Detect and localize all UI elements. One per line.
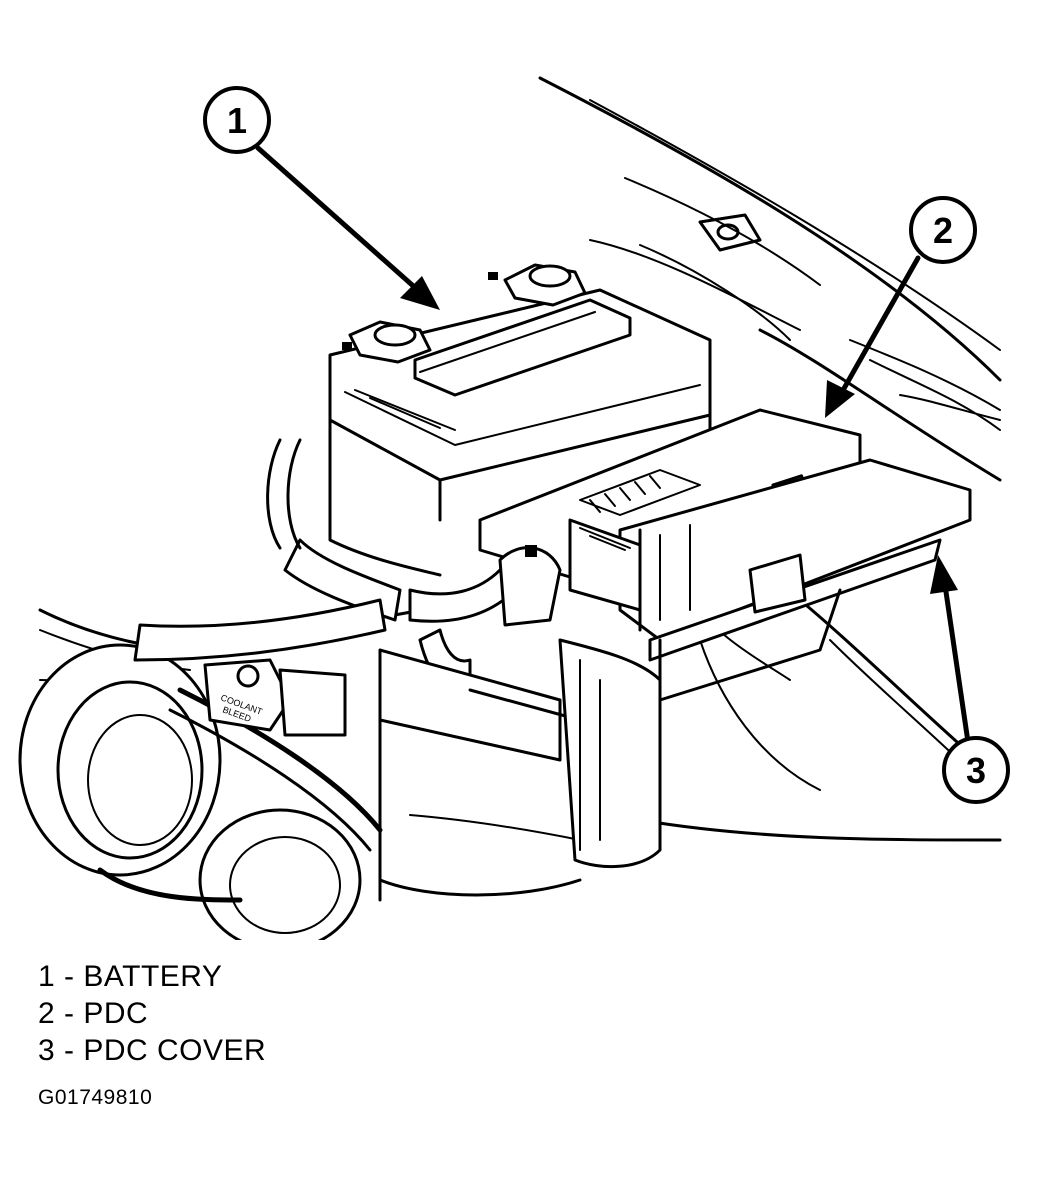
leader-line-3 xyxy=(942,582,971,745)
leader-line-1 xyxy=(255,145,423,295)
battery xyxy=(328,263,712,577)
pdc-cover xyxy=(568,458,972,702)
figure-id: G01749810 xyxy=(38,1086,153,1109)
callout-1-number: 1 xyxy=(227,100,247,141)
legend-item-battery: 1 - BATTERY xyxy=(38,960,223,993)
coolant-bleed-decal: COOLANT BLEED xyxy=(203,658,347,737)
callout-3-number: 3 xyxy=(966,750,986,791)
arrowhead-3 xyxy=(930,555,958,594)
callout-2-number: 2 xyxy=(933,210,953,251)
parts-legend: 1 - BATTERY 2 - PDC 3 - PDC COVER xyxy=(38,958,266,1069)
callout-2: 2 xyxy=(909,196,977,264)
coolant-hoses xyxy=(133,438,517,694)
callout-1: 1 xyxy=(203,86,271,154)
fender-bolt xyxy=(698,213,762,252)
legend-item-pdc: 2 - PDC xyxy=(38,997,149,1030)
engine-compartment-illustration: COOLANT BLEED 1 xyxy=(18,76,1010,940)
callout-3: 3 xyxy=(942,736,1010,804)
arrowhead-1 xyxy=(400,276,440,310)
legend-item-pdc-cover: 3 - PDC COVER xyxy=(38,1034,267,1067)
pulleys-and-belt xyxy=(18,643,383,940)
leader-arrows xyxy=(255,145,971,745)
battery-tray-bracket xyxy=(378,638,662,902)
leader-line-2 xyxy=(839,255,921,395)
arrowhead-2 xyxy=(825,380,855,418)
